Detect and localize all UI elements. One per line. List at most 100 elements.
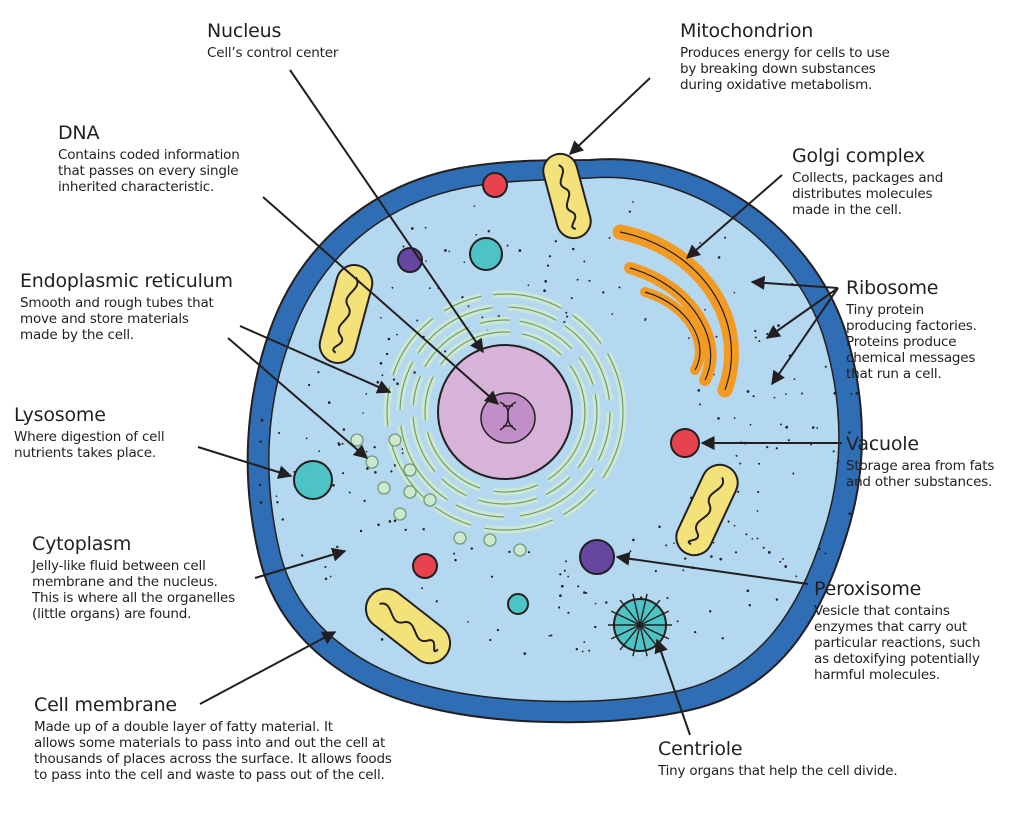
arrow-cytoplasm [254, 547, 347, 579]
desc-line: (little organs) are found. [32, 606, 192, 622]
label-cytoplasm: Cytoplasm Jelly-like fluid between cell … [32, 533, 235, 622]
arrow-nucleus [289, 69, 484, 354]
label-er-desc: Smooth and rough tubes that move and sto… [20, 295, 233, 343]
er-vesicle [423, 493, 437, 507]
desc-line: Smooth and rough tubes that [20, 295, 214, 311]
label-golgi-title: Golgi complex [792, 145, 925, 167]
desc-line: and other substances. [846, 474, 993, 490]
label-mitochondrion-title: Mitochondrion [680, 20, 814, 42]
desc-line: that run a cell. [846, 366, 942, 382]
desc-line: inherited characteristic. [58, 179, 215, 195]
label-vacuole-title: Vacuole [846, 433, 919, 455]
vacuole [670, 428, 700, 458]
er-vesicle [483, 533, 497, 547]
label-vacuole-desc: Storage area from fats and other substan… [846, 458, 994, 490]
vesicle-teal [469, 237, 503, 271]
label-ribosome-title: Ribosome [846, 277, 939, 299]
desc-line: that passes on every single [58, 163, 239, 179]
desc-line: enzymes that carry out [814, 619, 967, 635]
label-nucleus-title: Nucleus [207, 20, 282, 42]
desc-line: Produces energy for cells to use [680, 45, 890, 61]
vesicle-purple [397, 247, 423, 273]
arrow-lysosome [197, 446, 293, 479]
label-cytoplasm-desc: Jelly-like fluid between cell membrane a… [32, 558, 235, 622]
arrow-ribosome-2 [765, 287, 839, 339]
desc-line: Tiny organs that help the cell divide. [658, 763, 898, 779]
er-vesicle [453, 531, 467, 545]
desc-line: This is where all the organelles [32, 590, 235, 606]
label-ribosome: Ribosome Tiny protein producing factorie… [846, 277, 977, 382]
arrow-ribosome-3 [771, 287, 839, 386]
golgi-outline [619, 231, 733, 391]
label-membrane: Cell membrane Made up of a double layer … [34, 694, 392, 783]
label-mitochondrion: Mitochondrion Produces energy for cells … [680, 20, 890, 93]
vesicle-teal-lower [507, 593, 529, 615]
desc-line: Proteins produce [846, 334, 957, 350]
label-cytoplasm-title: Cytoplasm [32, 533, 132, 555]
label-centriole-title: Centriole [658, 738, 743, 760]
desc-line: chemical messages [846, 350, 976, 366]
arrow-golgi [685, 174, 783, 259]
desc-line: Tiny protein [846, 302, 925, 318]
desc-line: Contains coded information [58, 147, 240, 163]
desc-line: made in the cell. [792, 202, 902, 218]
desc-line: Jelly-like fluid between cell [32, 558, 206, 574]
er-vesicle [403, 485, 417, 499]
desc-line: producing factories. [846, 318, 977, 334]
desc-line: as detoxifying potentially [814, 651, 980, 667]
desc-line: by breaking down substances [680, 61, 876, 77]
arrow-dna [262, 196, 500, 405]
mitochondrion-left [318, 264, 374, 364]
desc-line: Storage area from fats [846, 458, 995, 474]
arrow-membrane [199, 631, 337, 705]
label-dna-title: DNA [58, 122, 100, 144]
desc-line: Cell’s control center [207, 45, 339, 61]
centriole [608, 593, 672, 657]
desc-line: distributes molecules [792, 186, 933, 202]
arrow-er-2 [227, 337, 369, 459]
desc-line: allows some materials to pass into and o… [34, 735, 386, 751]
label-er-title: Endoplasmic reticulum [20, 270, 233, 292]
label-lysosome-title: Lysosome [14, 404, 106, 426]
er-vesicle [403, 463, 417, 477]
desc-line: harmful molecules. [814, 667, 940, 683]
endoplasmic-reticulum [383, 290, 627, 534]
arrow-mitochondrion [568, 77, 651, 155]
lysosome [293, 460, 333, 500]
desc-line: Where digestion of cell [14, 429, 165, 445]
er-vesicle [388, 433, 402, 447]
desc-line: nutrients takes place. [14, 445, 156, 461]
dna-icon [499, 401, 517, 431]
vesicle-red-lower [412, 553, 438, 579]
vesicle-red [482, 172, 508, 198]
arrow-er-1 [239, 325, 392, 394]
er-vesicle [365, 455, 379, 469]
er-vesicles [350, 433, 527, 557]
label-peroxisome: Peroxisome Vesicle that contains enzymes… [814, 578, 981, 683]
label-nucleus-desc: Cell’s control center [207, 45, 338, 61]
er-vesicle [377, 481, 391, 495]
er-vesicle [350, 433, 364, 447]
label-ribosome-desc: Tiny protein producing factories. Protei… [846, 302, 977, 382]
er-vesicle [513, 543, 527, 557]
desc-line: particular reactions, such [814, 635, 981, 651]
label-lysosome: Lysosome Where digestion of cell nutrien… [14, 404, 165, 461]
desc-line: Collects, packages and [792, 170, 944, 186]
desc-line: made by the cell. [20, 327, 135, 343]
arrow-ribosome-1 [750, 275, 839, 290]
peroxisome [579, 539, 615, 575]
mitochondrion-top [542, 152, 592, 240]
label-peroxisome-title: Peroxisome [814, 578, 922, 600]
label-dna: DNA Contains coded information that pass… [58, 122, 240, 195]
desc-line: thousands of places across the surface. … [34, 751, 392, 767]
label-er: Endoplasmic reticulum Smooth and rough t… [20, 270, 233, 343]
label-membrane-desc: Made up of a double layer of fatty mater… [34, 719, 392, 783]
label-peroxisome-desc: Vesicle that contains enzymes that carry… [814, 603, 981, 683]
label-golgi-desc: Collects, packages and distributes molec… [792, 170, 943, 218]
cytoplasm-speckles [258, 201, 873, 655]
label-membrane-title: Cell membrane [34, 694, 177, 716]
desc-line: move and store materials [20, 311, 189, 327]
label-lysosome-desc: Where digestion of cell nutrients takes … [14, 429, 165, 461]
label-centriole: Centriole Tiny organs that help the cell… [658, 738, 898, 779]
